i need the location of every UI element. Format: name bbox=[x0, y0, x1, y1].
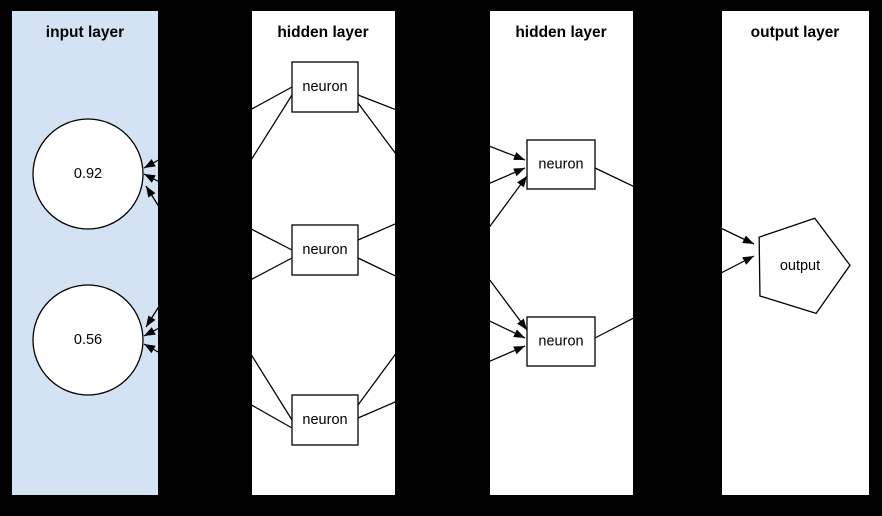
node-label-h2-2: neuron bbox=[538, 333, 583, 349]
arrowhead-icon-h1-3-to-in-1 bbox=[146, 186, 156, 198]
node-h2-1[interactable] bbox=[526, 139, 596, 190]
node-label-h1-1: neuron bbox=[302, 79, 347, 95]
layer-title-input: input layer bbox=[46, 24, 124, 41]
connection-h1-2-to-in-2 bbox=[143, 257, 293, 337]
node-h2-2[interactable] bbox=[526, 316, 596, 367]
node-label-h1-2: neuron bbox=[302, 242, 347, 258]
layer-title-hidden2: hidden layer bbox=[515, 24, 606, 41]
connection-h2-1-to-out-1 bbox=[594, 167, 755, 245]
node-label-h1-3: neuron bbox=[302, 412, 347, 428]
connection-h1-1-to-in-1 bbox=[143, 86, 293, 169]
connection-h1-1-to-h2-2 bbox=[357, 102, 528, 331]
node-label-in-1: 0.92 bbox=[74, 166, 102, 182]
connection-h1-1-to-h2-1 bbox=[357, 94, 526, 161]
node-label-h2-1: neuron bbox=[538, 156, 583, 172]
node-in-2[interactable] bbox=[32, 284, 144, 396]
arrowhead-icon-h1-3-to-h2-1 bbox=[517, 176, 527, 188]
arrowhead-icon-h1-3-to-in-2 bbox=[144, 344, 156, 354]
node-out-1[interactable] bbox=[758, 217, 851, 315]
layer-title-hidden1: hidden layer bbox=[277, 24, 368, 41]
node-h1-3[interactable] bbox=[291, 394, 359, 446]
arrowhead-icon-h1-2-to-in-2 bbox=[144, 327, 156, 336]
connection-h1-3-to-h2-2 bbox=[357, 345, 526, 419]
layer-panel-input bbox=[12, 11, 158, 495]
node-h1-2[interactable] bbox=[291, 224, 359, 276]
node-label-in-2: 0.56 bbox=[74, 332, 102, 348]
connection-h1-2-to-h2-1 bbox=[357, 167, 526, 241]
connection-h1-3-to-h2-1 bbox=[357, 175, 528, 406]
connection-h1-2-to-h2-2 bbox=[357, 257, 526, 339]
arrowhead-icon-h1-1-to-h2-1 bbox=[513, 152, 525, 160]
arrowhead-icon-h1-1-to-h2-2 bbox=[517, 318, 527, 330]
arrowhead-icon-h1-1-to-in-1 bbox=[144, 159, 156, 168]
arrowhead-icon-h1-1-to-in-2 bbox=[146, 315, 156, 327]
connection-h2-2-to-out-1 bbox=[594, 255, 755, 339]
nodes-group: 0.92 0.56 neuron neuron neuron neuron neuron ou… bbox=[32, 61, 851, 446]
arrowhead-icon-h1-2-to-h2-2 bbox=[513, 329, 525, 338]
connections-group bbox=[143, 86, 755, 429]
connection-h1-1-to-in-2 bbox=[145, 94, 293, 328]
arrowhead-icon-h2-2-to-out-1 bbox=[742, 256, 754, 265]
layer-panels-group bbox=[12, 11, 869, 495]
layer-title-output: output layer bbox=[751, 24, 840, 41]
connection-h1-3-to-in-1 bbox=[145, 185, 293, 421]
arrowhead-icon-h1-2-to-h2-1 bbox=[513, 168, 525, 177]
arrowhead-icon-h1-3-to-h2-2 bbox=[513, 346, 525, 355]
node-label-out-1: output bbox=[780, 258, 820, 274]
layer-titles-group: input layer hidden layer hidden layer outpu… bbox=[46, 24, 840, 41]
arrowhead-icon-h1-2-to-in-1 bbox=[144, 174, 156, 183]
node-h1-1[interactable] bbox=[291, 61, 359, 113]
node-in-1[interactable] bbox=[32, 118, 144, 230]
connection-h1-3-to-in-2 bbox=[143, 343, 293, 429]
layer-panel-hidden2 bbox=[490, 11, 633, 495]
arrowhead-icon-h2-1-to-out-1 bbox=[742, 235, 754, 244]
